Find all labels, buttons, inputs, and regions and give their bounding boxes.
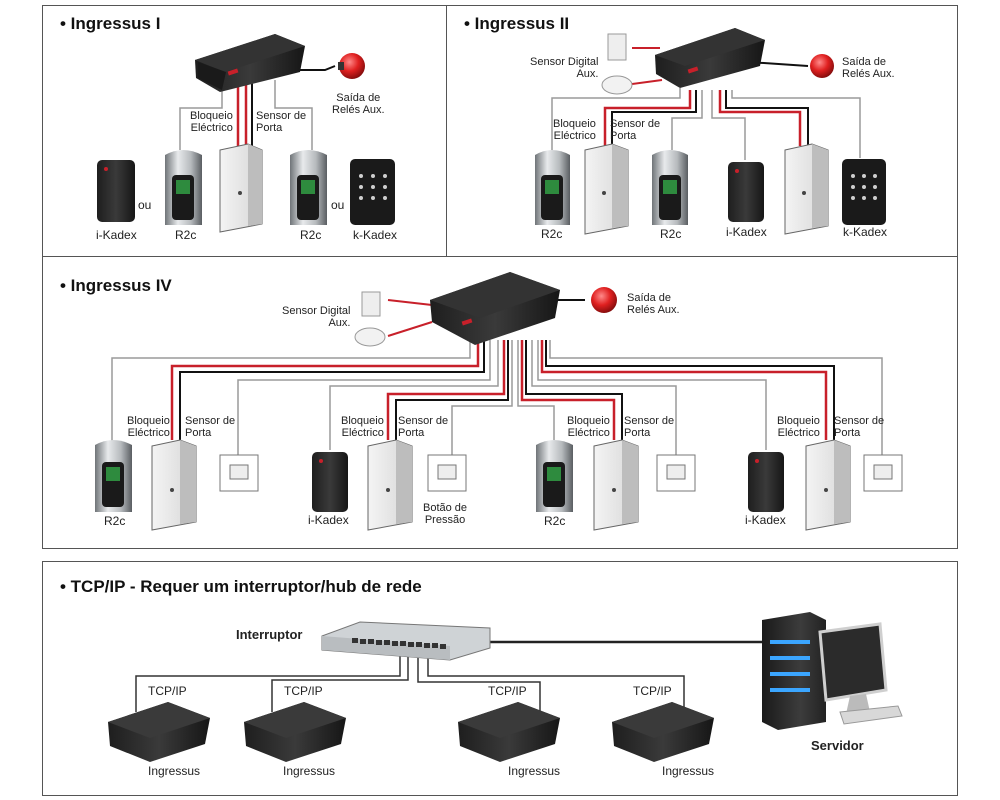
panel-title-ingressus-2: • Ingressus II [464,14,570,33]
push-button-icon [863,454,903,492]
ingressus-controller-icon [108,702,210,762]
label-sensor-de-porta: Sensor de Porta [624,415,675,439]
ingressus-controller-icon [244,702,346,762]
label-ingressus: Ingressus [662,764,715,778]
label-saida-reles: Saída de Relés Aux. [842,56,895,80]
tcpip-wiring [135,640,762,712]
label-botao-de-pressao: Botão de Pressão [423,502,468,526]
label-ikadex: i-Kadex [745,513,786,527]
door-icon [151,439,197,531]
ikadex-reader-icon [97,160,135,222]
label-bloqueio-electrico: Bloqueio Eléctrico [777,415,820,439]
push-button-icon [427,454,467,492]
label-ou: ou [138,198,152,212]
alarm-siren-icon [338,53,365,79]
label-bloqueio-electrico: Bloqueio Eléctrico [567,415,610,439]
ingressus-controller-icon [612,702,714,762]
ikadex-reader-icon [728,162,764,222]
label-sensor-digital: Sensor Digital Aux. [530,56,599,80]
label-servidor: Servidor [811,738,864,753]
label-tcpip: TCP/IP [633,684,672,698]
label-ingressus: Ingressus [508,764,561,778]
panel-title-tcpip: • TCP/IP - Requer um interruptor/hub de … [60,577,422,596]
door-icon [367,439,413,531]
ingressus-controller-icon [458,702,560,762]
r2c-reader-icon [95,440,132,512]
label-ingressus: Ingressus [283,764,336,778]
label-sensor-digital: Sensor Digital Aux. [282,305,351,329]
push-button-icon [656,454,696,492]
ingressus-2-wiring [551,47,861,160]
ingressus-1-controller [195,34,305,92]
ikadex-reader-icon [748,452,784,512]
server-tower-icon [762,612,826,730]
alarm-siren-icon [591,287,617,313]
label-r2c: R2c [104,514,126,528]
panel-title-ingressus-4: • Ingressus IV [60,276,172,295]
label-bloqueio-electrico: Bloqueio Eléctrico [127,415,170,439]
kkadex-keypad-icon [350,159,395,225]
label-bloqueio-electrico: Bloqueio Eléctrico [341,415,384,439]
push-button-icon [219,454,259,492]
label-sensor-de-porta: Sensor de Porta [398,415,449,439]
label-sensor-de-porta: Sensor de Porta [610,118,661,142]
label-sensor-de-porta: Sensor de Porta [834,415,885,439]
alarm-siren-icon [810,54,834,78]
ingressus-4-wiring [111,299,883,455]
label-sensor-de-porta: Sensor de Porta [256,110,307,134]
label-ou: ou [331,198,345,212]
ikadex-reader-icon [312,452,348,512]
r2c-reader-icon [535,150,570,225]
label-r2c: R2c [544,514,566,528]
r2c-reader-icon [165,150,202,225]
label-sensor-de-porta: Sensor de Porta [185,415,236,439]
network-switch-icon [321,621,491,661]
label-saida-reles: Saída de Relés Aux. [332,92,385,116]
door-icon [593,439,639,531]
label-tcpip: TCP/IP [148,684,187,698]
door-icon [805,439,851,531]
kkadex-keypad-icon [842,159,886,225]
label-r2c: R2c [541,227,563,241]
monitor-icon [818,622,903,725]
r2c-reader-icon [290,150,327,225]
label-tcpip: TCP/IP [488,684,527,698]
label-tcpip: TCP/IP [284,684,323,698]
ingressus-4-controller [430,272,560,345]
label-r2c: R2c [175,228,197,242]
ingressus-2-controller [655,28,765,88]
digital-sensor-icon [601,33,633,95]
digital-sensor-icon [354,291,386,347]
ingressus-1-wiring [179,65,336,150]
label-ikadex: i-Kadex [308,513,349,527]
label-r2c: R2c [300,228,322,242]
label-ikadex: i-Kadex [96,228,137,242]
r2c-reader-icon [536,440,573,512]
label-ikadex: i-Kadex [726,225,767,239]
label-kkadex: k-Kadex [353,228,398,242]
door-icon [584,143,629,235]
label-interruptor: Interruptor [236,627,303,642]
door-icon [784,143,829,235]
label-saida-reles: Saída de Relés Aux. [627,292,680,316]
label-bloqueio-electrico: Bloqueio Eléctrico [553,118,596,142]
panel-title-ingressus-1: • Ingressus I [60,14,161,33]
label-kkadex: k-Kadex [843,225,888,239]
label-bloqueio-electrico: Bloqueio Eléctrico [190,110,233,134]
r2c-reader-icon [652,150,688,225]
door-icon [219,143,263,233]
label-ingressus: Ingressus [148,764,201,778]
label-r2c: R2c [660,227,682,241]
